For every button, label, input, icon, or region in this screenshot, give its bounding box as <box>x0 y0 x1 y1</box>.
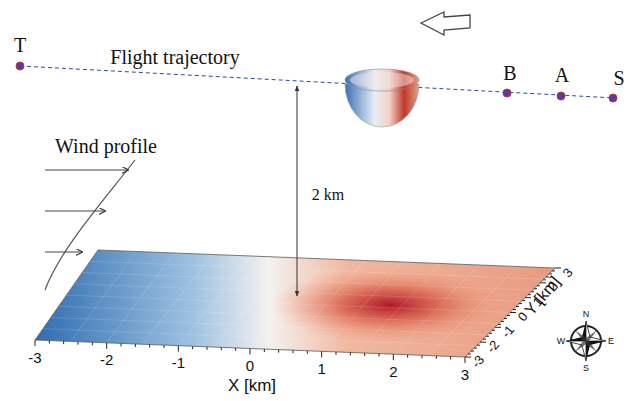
flight-line <box>20 66 615 98</box>
y-tick-label: 3 <box>561 265 576 279</box>
x-tick-label: 3 <box>461 367 469 382</box>
x-tick-label: 2 <box>389 364 397 379</box>
trajectory-label: Flight trajectory <box>110 47 239 67</box>
x-axis-title: X [km] <box>228 377 276 394</box>
x-tick-label: -1 <box>172 355 185 370</box>
ground-outline <box>35 250 555 357</box>
wind-arrow <box>45 252 82 253</box>
waypoint-label: B <box>503 63 516 83</box>
axis-ticks <box>35 268 561 363</box>
direction-arrow <box>421 12 470 35</box>
x-tick-label: -3 <box>28 350 41 365</box>
ground-field <box>35 250 555 357</box>
wind-arrow <box>45 211 105 212</box>
hemisphere-rim <box>345 69 419 91</box>
y-tick-label: -2 <box>484 338 501 355</box>
altitude-label: 2 km <box>312 187 344 203</box>
compass-letter: N <box>583 310 590 319</box>
compass-letter: W <box>557 337 566 346</box>
waypoint-label: S <box>613 68 624 88</box>
waypoint-label: T <box>14 35 26 55</box>
compass-letter: S <box>583 364 589 373</box>
y-tick-label: -1 <box>499 323 516 340</box>
waypoints <box>16 62 617 102</box>
compass-letter: E <box>608 337 614 346</box>
altitude-arrow <box>297 86 298 296</box>
hemisphere-inner <box>350 72 414 88</box>
y-tick-label: -3 <box>469 352 486 369</box>
wind-curve <box>45 160 135 290</box>
wind-label: Wind profile <box>55 136 157 156</box>
compass-rose <box>566 321 606 361</box>
x-tick-label: 0 <box>246 358 254 373</box>
x-tick-label: -2 <box>100 352 113 367</box>
x-tick-label: 1 <box>317 361 325 376</box>
wind-arrow <box>45 170 128 171</box>
waypoint-label: A <box>555 65 569 85</box>
